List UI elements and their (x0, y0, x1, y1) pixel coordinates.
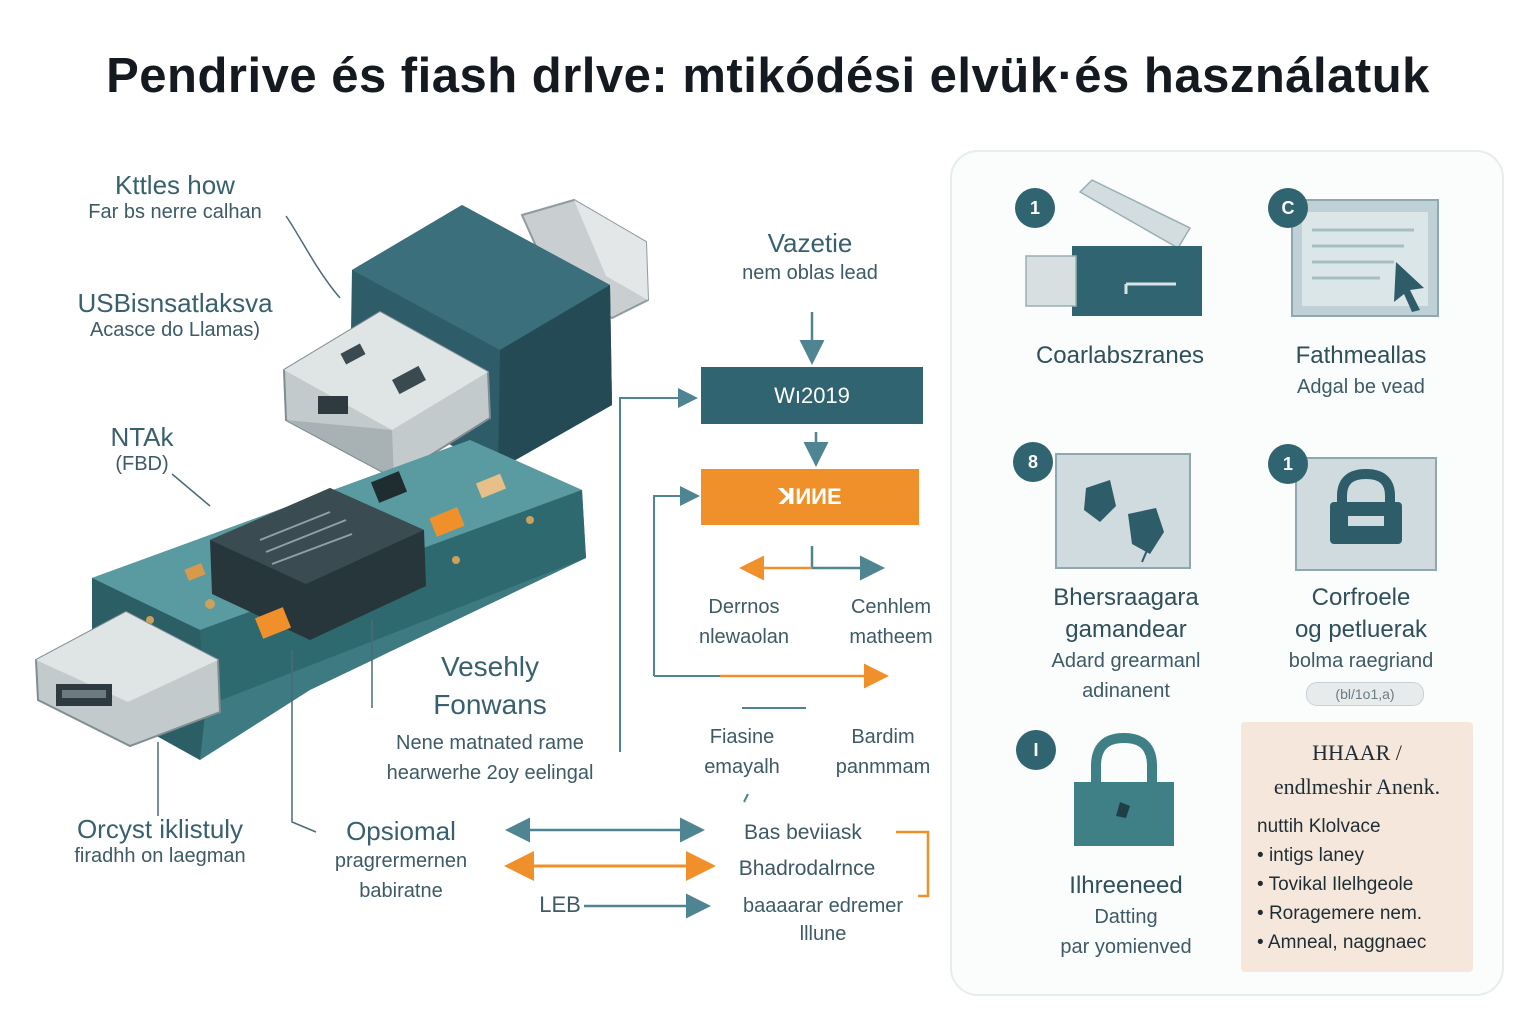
step-badge-3: 8 (1013, 442, 1053, 482)
flow-box-orange: ꓘИИE (701, 469, 919, 525)
note-item: intigs laney (1257, 841, 1457, 870)
label-usb-connector: USBisnsatlaksva Acasce do Llamas) (77, 288, 273, 341)
label-kttles: Kttles how Far bs nerre calhan (88, 170, 262, 223)
info-note-card: HHAAR / endlmeshir Anenk. nuttih Klolvac… (1241, 722, 1473, 972)
feature-cell-3: Bhersraagara gamandear Adard grearmanl a… (1051, 584, 1201, 702)
flow-split-right: Cenhlem matheem (849, 596, 933, 648)
label-vesehly: Vesehly Fonwans (433, 651, 547, 720)
flow-heading: Vazetie nem oblas lead (742, 228, 878, 284)
usb-plug-icon (1025, 179, 1202, 316)
flow-arrows (504, 312, 930, 919)
usb-drive-illustration (34, 198, 650, 833)
note-item: Roragemere nem. (1257, 899, 1457, 928)
flow-row-1: Bas beviiask (744, 821, 862, 844)
label-leb: LEB (539, 892, 581, 917)
feature-cell-4: Corfroele og petluerak bolma raegriand (1288, 584, 1434, 672)
padlock-icon (1074, 732, 1174, 846)
step-badge-5: I (1016, 730, 1056, 770)
file-window-icon (1291, 199, 1439, 317)
note-item: Tovikal Ilelhgeole (1257, 870, 1457, 899)
label-opsiomal: Opsiomal pragrermernen babiratne (334, 816, 468, 902)
note-list: nuttih Klolvace intigs laney Tovikal Ile… (1257, 812, 1457, 957)
repair-tool-icon (1055, 453, 1191, 569)
feature-cell-1: Coarlabszranes (1035, 342, 1205, 369)
note-item: Amneal, naggnaec (1257, 928, 1457, 957)
note-item: nuttih Klolvace (1257, 816, 1381, 837)
step-badge-1: 1 (1015, 188, 1055, 228)
flow-split-left: Derrnos nlewaolan (698, 596, 790, 648)
label-vesehly-sub: Nene matnated rame hearwerhe 2oy eelinga… (386, 732, 594, 784)
label-orcyst: Orcyst iklistuly firadhh on laegman (74, 814, 246, 867)
security-lock-icon (1295, 457, 1437, 571)
label-ntak: NTAk (FBD) (110, 422, 174, 475)
flow-row-2: Bhadrodalrnce (738, 857, 876, 880)
step-badge-2: C (1268, 188, 1308, 228)
flow-mid-left: Fiasine emayalh (704, 726, 780, 778)
flow-mid-right: Bardim panmmam (835, 726, 931, 778)
flow-box-dark: Wı2019 (701, 367, 923, 424)
step-badge-4: 1 (1268, 444, 1308, 484)
feature-cell-2: Fathmeallas Adgal be vead (1295, 342, 1427, 398)
page-title: Pendrive és fiash drlve: mtikódési elvük… (106, 49, 1430, 103)
panel-illustrations (1025, 179, 1439, 846)
flow-row-3: baaaarar edremer lllune (742, 895, 904, 945)
feature-cell-5: Ilhreeneed Datting par yomienved (1060, 872, 1192, 958)
feature-cell-4-pill: (bl/1o1,a) (1306, 682, 1424, 706)
